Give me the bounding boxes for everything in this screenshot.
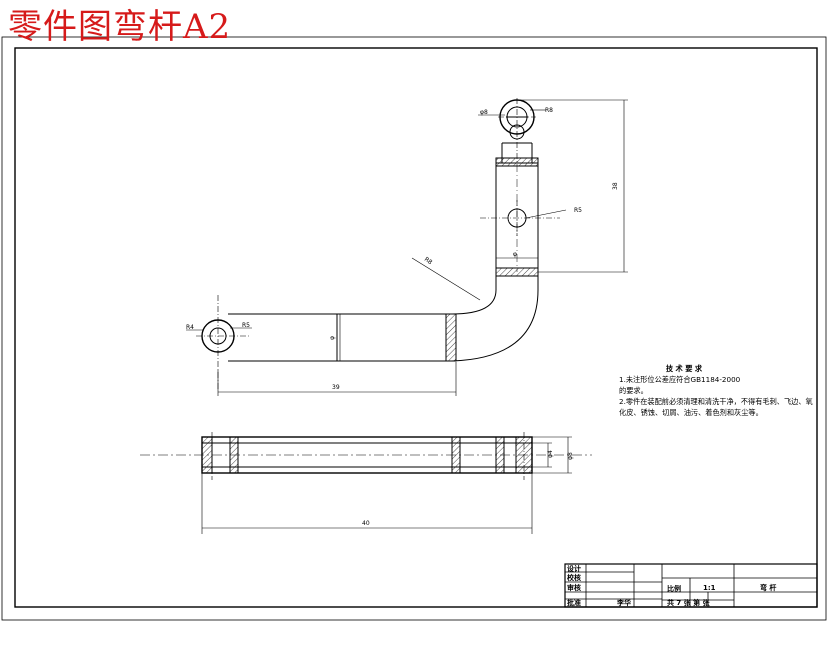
mid-hole-dim: R5 [574,207,582,214]
inner-frame [14,47,818,608]
top-right-dim: R8 [545,107,553,114]
bend-dim: R8 [423,256,434,266]
section-dimensions [201,436,572,534]
designer-label: 设计 [567,565,581,573]
technical-notes: 技 术 要 求 1.未注形位公差应符合GB1184-2000 的要求。 2.零件… [619,363,829,418]
section-view [140,432,592,480]
outer-frame [1,36,827,621]
drawer-name: 李华 [617,599,631,607]
left-hole-dim-a: R4 [186,324,194,331]
section-inner-dim: φ4 [547,450,554,458]
front-view [196,98,560,390]
left-hole-dim-b: R5 [242,322,250,329]
technical-note-line: 2.零件在装配前必须清理和清洗干净，不得有毛刺、飞边、氧 [619,397,813,406]
dimension-lines [186,99,628,396]
arm-length-dim: 39 [332,384,340,391]
height-dim: 38 [612,182,619,190]
scale-label: 比例 [667,585,681,593]
technical-note-line: 化皮、锈蚀、切屑、油污、着色剂和灰尘等。 [619,408,763,417]
scale-value: 1:1 [703,584,716,592]
technical-note-line: 的要求。 [619,386,648,395]
approver-label: 批准 [567,599,581,607]
sheet-info: 共 7 张 第 张 [667,599,710,607]
arm-width-dim: φ [329,336,336,340]
section-length-dim: 40 [362,520,370,527]
technical-notes-title: 技 术 要 求 [665,364,703,373]
page-title: 零件图弯杆A2 [8,7,232,47]
dimension-texts: φ8 R8 38 R5 φ R8 R4 R5 φ 39 φ4 φ8 40 [186,107,619,527]
top-bore-dim: φ8 [480,109,488,116]
title-block [564,563,818,608]
checker-label: 校核 [567,574,581,582]
reviewer-label: 审核 [567,584,581,592]
tube-width-dim: φ [513,251,517,258]
technical-note-line: 1.未注形位公差应符合GB1184-2000 [619,375,741,384]
section-outer-dim: φ8 [567,452,574,460]
part-name: 弯 杆 [760,584,777,592]
